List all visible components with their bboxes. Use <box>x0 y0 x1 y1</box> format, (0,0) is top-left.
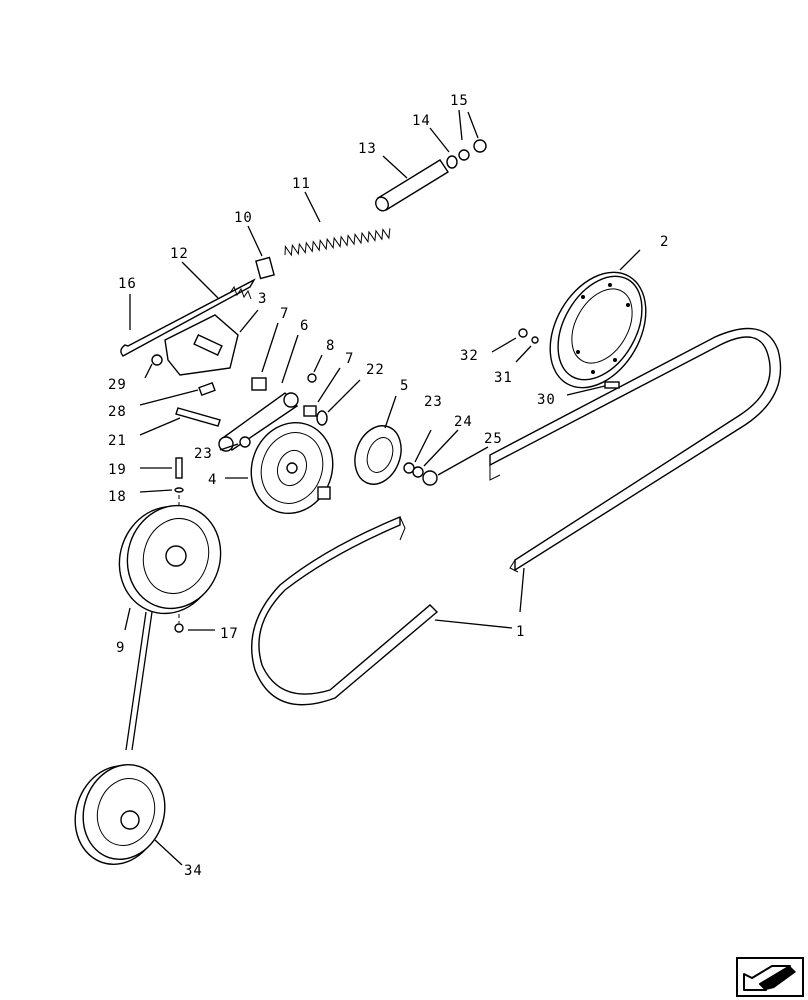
label-7a: 7 <box>280 306 289 322</box>
rod <box>120 278 256 357</box>
label-18: 18 <box>108 489 127 505</box>
label-24: 24 <box>454 414 473 430</box>
clip-bracket <box>255 256 275 280</box>
bushing-7a <box>251 377 267 391</box>
drive-sheave-34 <box>74 764 166 865</box>
large-pulley <box>549 271 647 389</box>
label-17: 17 <box>220 626 239 642</box>
label-10: 10 <box>234 210 253 226</box>
bearing <box>317 486 331 500</box>
label-22: 22 <box>366 362 385 378</box>
washer-18 <box>174 487 184 493</box>
nut-32 <box>518 328 528 338</box>
label-29: 29 <box>108 377 127 393</box>
label-5: 5 <box>400 378 409 394</box>
fitting-8 <box>307 373 317 383</box>
washer-nuts <box>446 139 487 169</box>
idler-pulley-4 <box>250 421 334 515</box>
part-labels: 15 14 13 11 10 12 16 3 7 6 8 7 22 5 2 32… <box>108 93 669 879</box>
label-3: 3 <box>258 291 267 307</box>
mounting-plate <box>164 314 239 376</box>
label-8: 8 <box>326 338 335 354</box>
label-32: 32 <box>460 348 479 364</box>
label-34: 34 <box>184 863 203 879</box>
label-11: 11 <box>292 176 311 192</box>
label-28: 28 <box>108 404 127 420</box>
label-30: 30 <box>537 392 556 408</box>
label-14: 14 <box>412 113 431 129</box>
washer-31 <box>531 336 539 344</box>
label-7b: 7 <box>345 351 354 367</box>
spring <box>284 228 391 257</box>
nut-29 <box>151 354 163 366</box>
washer-23a <box>239 436 251 448</box>
washer-22 <box>316 410 328 426</box>
arrow-back-icon[interactable] <box>736 957 804 997</box>
label-21: 21 <box>108 433 127 449</box>
label-9: 9 <box>116 640 125 656</box>
leader-lines <box>124 109 641 866</box>
label-4: 4 <box>208 472 217 488</box>
bushing-7b <box>303 405 317 417</box>
label-6: 6 <box>300 318 309 334</box>
label-15: 15 <box>450 93 469 109</box>
bolt-28 <box>198 381 216 397</box>
label-25: 25 <box>484 431 503 447</box>
drive-sheave-9 <box>118 504 222 615</box>
bolt-19 <box>175 457 183 479</box>
nut-25 <box>422 470 438 486</box>
nut-17 <box>174 623 184 633</box>
label-23a: 23 <box>194 446 213 462</box>
label-31: 31 <box>494 370 513 386</box>
label-13: 13 <box>358 141 377 157</box>
label-16: 16 <box>118 276 137 292</box>
label-1: 1 <box>516 624 525 640</box>
label-2: 2 <box>660 234 669 250</box>
label-19: 19 <box>108 462 127 478</box>
bolt-21 <box>175 407 221 427</box>
bolt-30 <box>604 381 620 389</box>
washer-24 <box>412 466 424 478</box>
label-12: 12 <box>170 246 189 262</box>
idler-pulley-5 <box>354 425 402 485</box>
label-23b: 23 <box>424 394 443 410</box>
belt <box>251 327 782 706</box>
tube <box>375 159 449 212</box>
